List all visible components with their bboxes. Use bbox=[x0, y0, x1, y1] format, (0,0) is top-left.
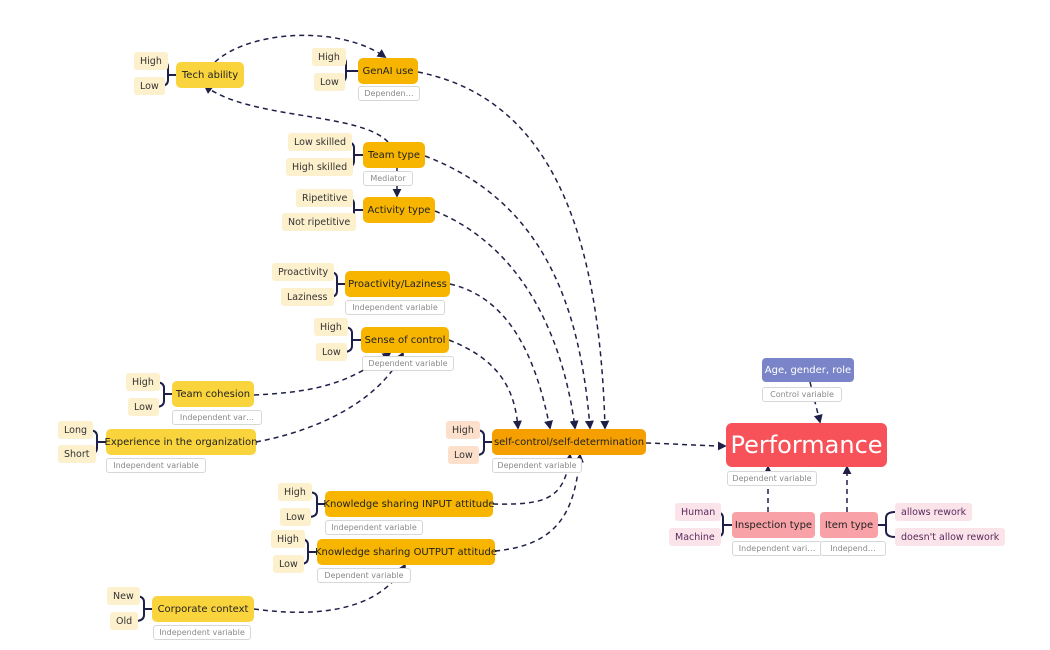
activity-type-level-ripetitive: Ripetitive bbox=[296, 189, 354, 207]
proactivity-level-proactivity: Proactivity bbox=[272, 263, 335, 281]
genai-use-level-low: Low bbox=[314, 73, 345, 91]
node-performance[interactable]: Performance bbox=[726, 423, 887, 467]
corporate-level-old: Old bbox=[110, 612, 139, 630]
node-item-type[interactable]: Item type bbox=[820, 512, 878, 538]
node-team-type[interactable]: Team type bbox=[363, 142, 425, 168]
ks-input-level-high: High bbox=[278, 483, 312, 501]
experience-level-short: Short bbox=[58, 445, 96, 463]
item-type-tag: Independ… bbox=[820, 541, 886, 556]
self-control-tag: Dependent variable bbox=[492, 458, 582, 473]
performance-tag: Dependent variable bbox=[727, 471, 817, 486]
tech-ability-level-low: Low bbox=[134, 77, 165, 95]
ks-output-level-low: Low bbox=[273, 555, 304, 573]
corporate-level-new: New bbox=[107, 587, 140, 605]
proactivity-level-laziness: Laziness bbox=[281, 288, 334, 306]
item-type-level-no-rework: doesn't allow rework bbox=[895, 528, 1006, 546]
node-team-cohesion[interactable]: Team cohesion bbox=[172, 381, 254, 407]
self-control-level-high: High bbox=[446, 421, 480, 439]
node-corporate-context[interactable]: Corporate context bbox=[152, 596, 254, 622]
sense-control-level-high: High bbox=[314, 318, 348, 336]
corporate-tag: Independent variable bbox=[153, 625, 251, 640]
ks-output-tag: Dependent variable bbox=[317, 568, 411, 583]
node-self-control-self-determination[interactable]: self-control/self-determination bbox=[492, 429, 646, 455]
node-activity-type[interactable]: Activity type bbox=[363, 197, 435, 223]
tech-ability-level-high: High bbox=[134, 52, 168, 70]
node-knowledge-sharing-output[interactable]: Knowledge sharing OUTPUT attitude bbox=[315, 539, 497, 565]
sense-control-tag: Dependent variable bbox=[362, 356, 454, 371]
genai-use-level-high: High bbox=[312, 48, 346, 66]
proactivity-tag: Independent variable bbox=[345, 300, 445, 315]
activity-type-level-not-ripetitive: Not ripetitive bbox=[282, 213, 357, 231]
experience-level-long: Long bbox=[58, 421, 93, 439]
inspection-level-human: Human bbox=[675, 503, 722, 521]
node-experience-in-the-organization[interactable]: Experience in the organization bbox=[105, 429, 258, 455]
control-vars-tag: Control variable bbox=[762, 387, 842, 402]
item-type-level-allows-rework: allows rework bbox=[895, 503, 973, 521]
team-cohesion-tag: Independent var… bbox=[172, 410, 262, 425]
node-knowledge-sharing-input[interactable]: Knowledge sharing INPUT attitude bbox=[323, 491, 495, 517]
node-sense-of-control[interactable]: Sense of control bbox=[361, 327, 449, 353]
team-cohesion-level-low: Low bbox=[128, 398, 159, 416]
inspection-level-machine: Machine bbox=[669, 528, 721, 546]
ks-input-tag: Independent variable bbox=[325, 520, 423, 535]
arrow-activity-to-self bbox=[434, 210, 579, 430]
node-inspection-type[interactable]: Inspection type bbox=[732, 512, 815, 538]
arrow-proactivity-to-self bbox=[449, 283, 553, 430]
ks-input-level-low: Low bbox=[280, 508, 311, 526]
team-cohesion-level-high: High bbox=[126, 373, 160, 391]
self-control-level-low: Low bbox=[448, 446, 479, 464]
team-type-level-low-skilled: Low skilled bbox=[288, 133, 352, 151]
team-type-tag: Mediator bbox=[363, 171, 413, 186]
node-proactivity-laziness[interactable]: Proactivity/Laziness bbox=[345, 271, 450, 297]
sense-control-level-low: Low bbox=[316, 343, 347, 361]
experience-tag: Independent variable bbox=[106, 458, 206, 473]
arrow-sense-to-self bbox=[448, 339, 522, 430]
node-genai-use[interactable]: GenAI use bbox=[358, 58, 418, 84]
item-type-bracket bbox=[878, 511, 896, 538]
genai-use-tag: Dependen… bbox=[358, 86, 420, 101]
inspection-tag: Independent vari… bbox=[732, 541, 822, 556]
team-type-level-high-skilled: High skilled bbox=[286, 158, 354, 176]
node-age-gender-role[interactable]: Age, gender, role bbox=[762, 358, 854, 382]
arrow-self-to-performance bbox=[645, 441, 727, 451]
arrow-genai-to-self bbox=[417, 71, 610, 430]
ks-output-level-high: High bbox=[271, 530, 305, 548]
node-tech-ability[interactable]: Tech ability bbox=[176, 62, 244, 88]
